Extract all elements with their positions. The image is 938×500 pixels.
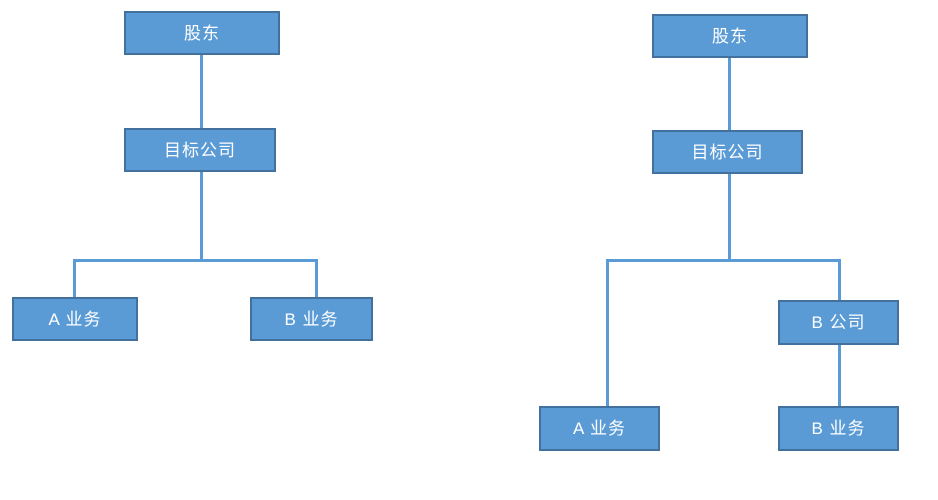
connector-target-drop [200,171,203,260]
connector-to-biz-b [315,259,318,298]
connector-shareholder-to-target [728,57,731,131]
node-business-b-right[interactable]: B 业务 [778,406,899,451]
connector-to-company-b [838,259,841,301]
node-label: 股东 [712,26,748,46]
node-target-company-left[interactable]: 目标公司 [124,128,276,172]
node-label: B 业务 [811,419,866,438]
node-label: 目标公司 [691,142,764,162]
connector-to-biz-a [73,259,76,298]
node-label: A 业务 [48,309,102,329]
node-label: B 业务 [284,309,339,329]
node-label: A 业务 [572,419,627,438]
node-shareholder-left[interactable]: 股东 [124,11,280,55]
connector-company-b-to-business-b [838,344,841,407]
connector-split-bar [73,259,318,262]
node-label: B 公司 [811,313,866,332]
node-label: 股东 [184,23,220,43]
node-business-a-right[interactable]: A 业务 [539,406,660,451]
connector-split-bar [606,259,841,262]
connector-shareholder-to-target [200,54,203,129]
connector-target-drop [728,173,731,260]
node-label: 目标公司 [164,140,236,160]
node-shareholder-right[interactable]: 股东 [652,14,808,58]
node-business-a-left[interactable]: A 业务 [12,297,138,341]
node-company-b[interactable]: B 公司 [778,300,899,345]
node-target-company-right[interactable]: 目标公司 [652,130,803,174]
connector-to-business-a [606,259,609,407]
node-business-b-left[interactable]: B 业务 [250,297,373,341]
